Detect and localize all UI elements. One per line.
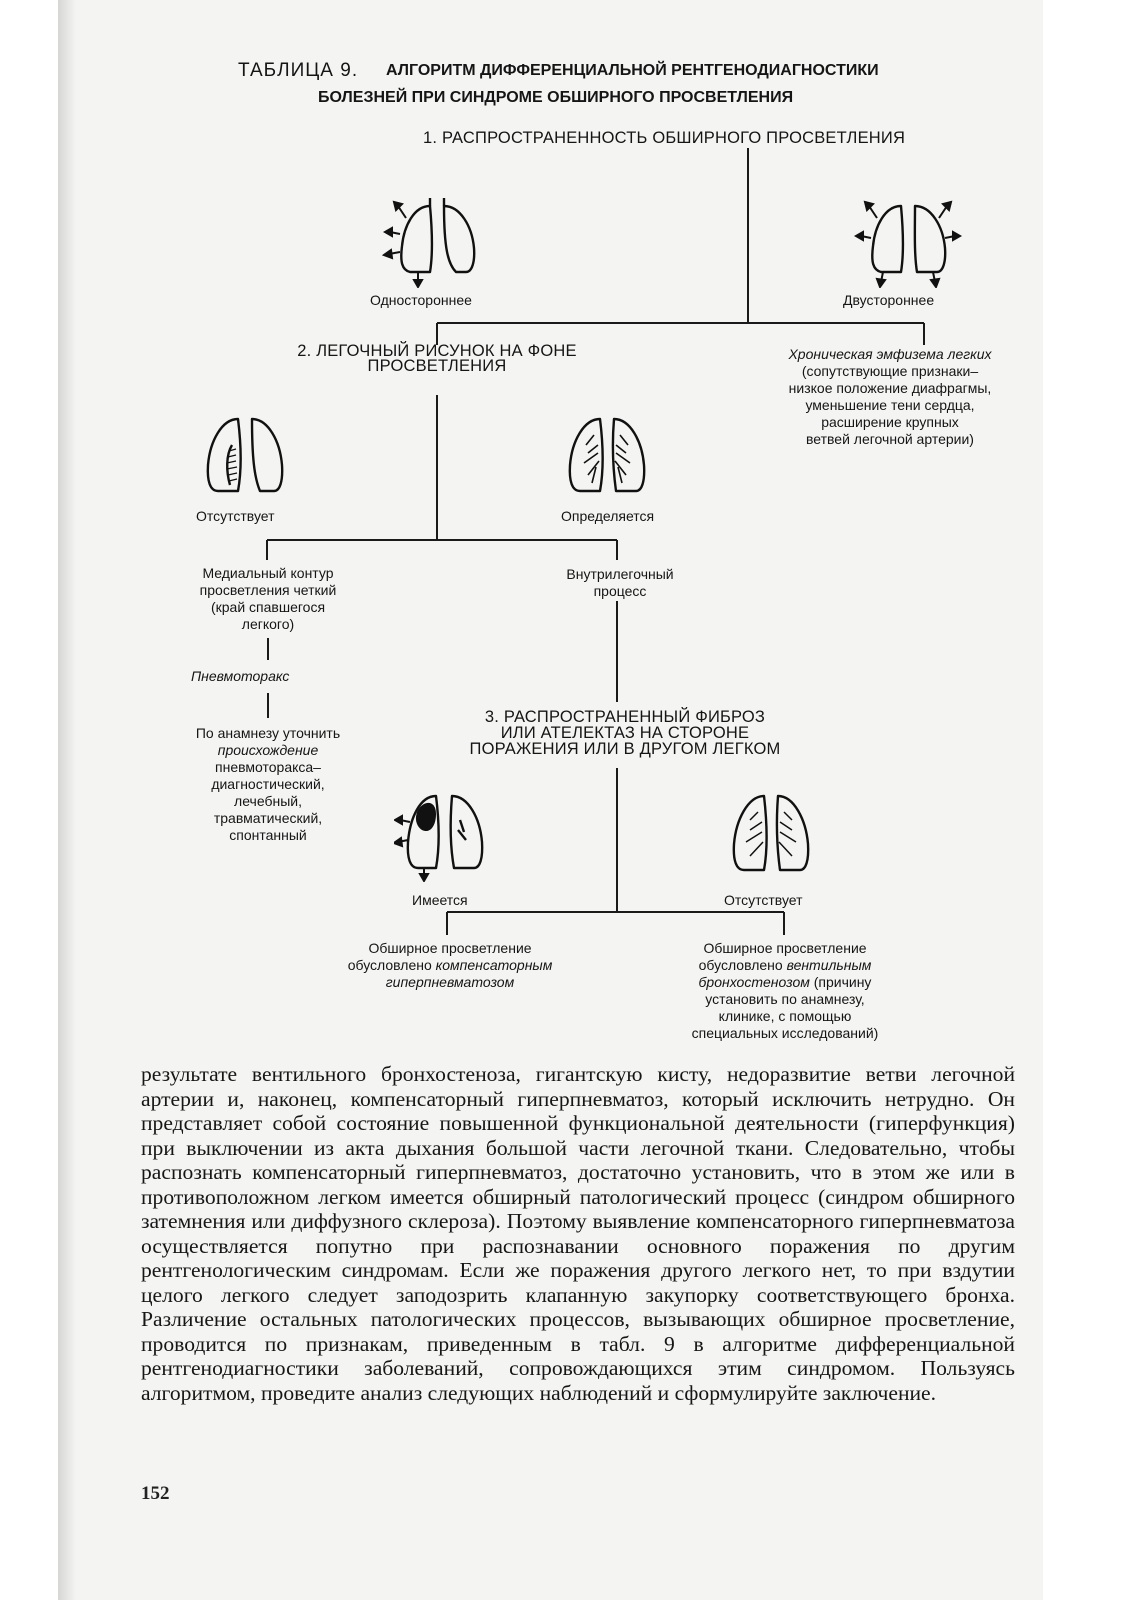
valve-result-line: специальных исследований) — [691, 1025, 879, 1041]
medial-contour-line: легкого) — [241, 616, 295, 632]
unilateral-label: Одностороннее — [370, 292, 472, 308]
lungs-fibrosis-icon — [394, 794, 484, 882]
step1-heading: 1. РАСПРОСТРАНЕННОСТЬ ОБШИРНОГО ПРОСВЕТЛ… — [423, 129, 906, 147]
step2-heading-line1: 2. ЛЕГОЧНЫЙ РИСУНОК НА ФОНЕ — [297, 342, 577, 360]
lungs-bilateral-icon — [853, 200, 963, 288]
emphysema-sign-line: ветвей легочной артерии) — [806, 431, 974, 447]
valve-result-line: обусловлено вентильным — [698, 957, 872, 973]
valve-result-line: клинике, с помощью — [718, 1008, 852, 1024]
fibrosis-absent-label: Отсутствует — [724, 892, 803, 908]
medial-contour-line: (край спавшегося — [210, 599, 326, 615]
emphysema-diagnosis: Хроническая эмфизема легких — [788, 346, 992, 362]
fibrosis-present-label: Имеется — [412, 892, 468, 908]
table-title-line1: АЛГОРИТМ ДИФФЕРЕНЦИАЛЬНОЙ РЕНТГЕНОДИАГНО… — [386, 62, 879, 79]
lungs-pattern-icon — [568, 417, 646, 493]
lungs-unilateral-icon — [382, 198, 476, 288]
table-title-line2: БОЛЕЗНЕЙ ПРИ СИНДРОМЕ ОБШИРНОГО ПРОСВЕТЛ… — [318, 89, 794, 106]
compensatory-result-line: гиперпневматозом — [385, 974, 515, 990]
anamnesis-line: диагностический, — [211, 776, 325, 792]
step3-heading-line: 3. РАСПРОСТРАНЕННЫЙ ФИБРОЗ — [484, 708, 766, 726]
pneumothorax-diagnosis: Пневмоторакс — [191, 668, 290, 684]
emphysema-sign-line: уменьшение тени сердца, — [805, 397, 975, 413]
valve-result-line: бронхостенозом (причину — [698, 974, 872, 990]
page-number: 152 — [141, 1483, 170, 1504]
medial-contour-line: просветления четкий — [199, 582, 337, 598]
anamnesis-line: происхождение — [217, 742, 319, 758]
book-page — [58, 0, 1043, 1600]
anamnesis-line: травматический, — [213, 810, 323, 826]
pattern-present-label: Определяется — [561, 508, 655, 524]
step3-heading-line: ПОРАЖЕНИЯ ИЛИ В ДРУГОМ ЛЕГКОМ — [469, 740, 781, 758]
valve-result-line: установить по анамнезу, — [705, 991, 865, 1007]
anamnesis-line: лечебный, — [234, 793, 302, 809]
anamnesis-line: спонтанный — [229, 827, 307, 843]
intrapulmonary-process: Внутрилегочный — [566, 566, 674, 582]
medial-contour-line: Медиальный контур — [202, 565, 334, 581]
emphysema-sign-line: (сопутствующие признаки– — [801, 363, 979, 379]
intrapulmonary-process: процесс — [593, 583, 647, 599]
pattern-absent-label: Отсутствует — [196, 508, 275, 524]
anamnesis-line: пневмоторакса– — [215, 759, 321, 775]
lungs-normal-icon — [732, 794, 810, 872]
emphysema-sign-line: расширение крупных — [821, 414, 959, 430]
body-paragraph: результате вентильного бронхостеноза, ги… — [141, 1062, 1015, 1405]
table-label: ТАБЛИЦА 9. — [238, 60, 359, 81]
bilateral-label: Двустороннее — [843, 292, 935, 308]
lungs-no-pattern-icon — [206, 417, 284, 493]
valve-result-line: Обширное просветление — [703, 940, 867, 956]
step3-heading-line: ИЛИ АТЕЛЕКТАЗ НА СТОРОНЕ — [500, 724, 750, 742]
compensatory-result-line: обусловлено компенсаторным — [347, 957, 553, 973]
emphysema-sign-line: низкое положение диафрагмы, — [788, 380, 992, 396]
anamnesis-line: По анамнезу уточнить — [195, 725, 341, 741]
step2-heading-line2: ПРОСВЕТЛЕНИЯ — [367, 357, 507, 375]
compensatory-result-line: Обширное просветление — [368, 940, 532, 956]
